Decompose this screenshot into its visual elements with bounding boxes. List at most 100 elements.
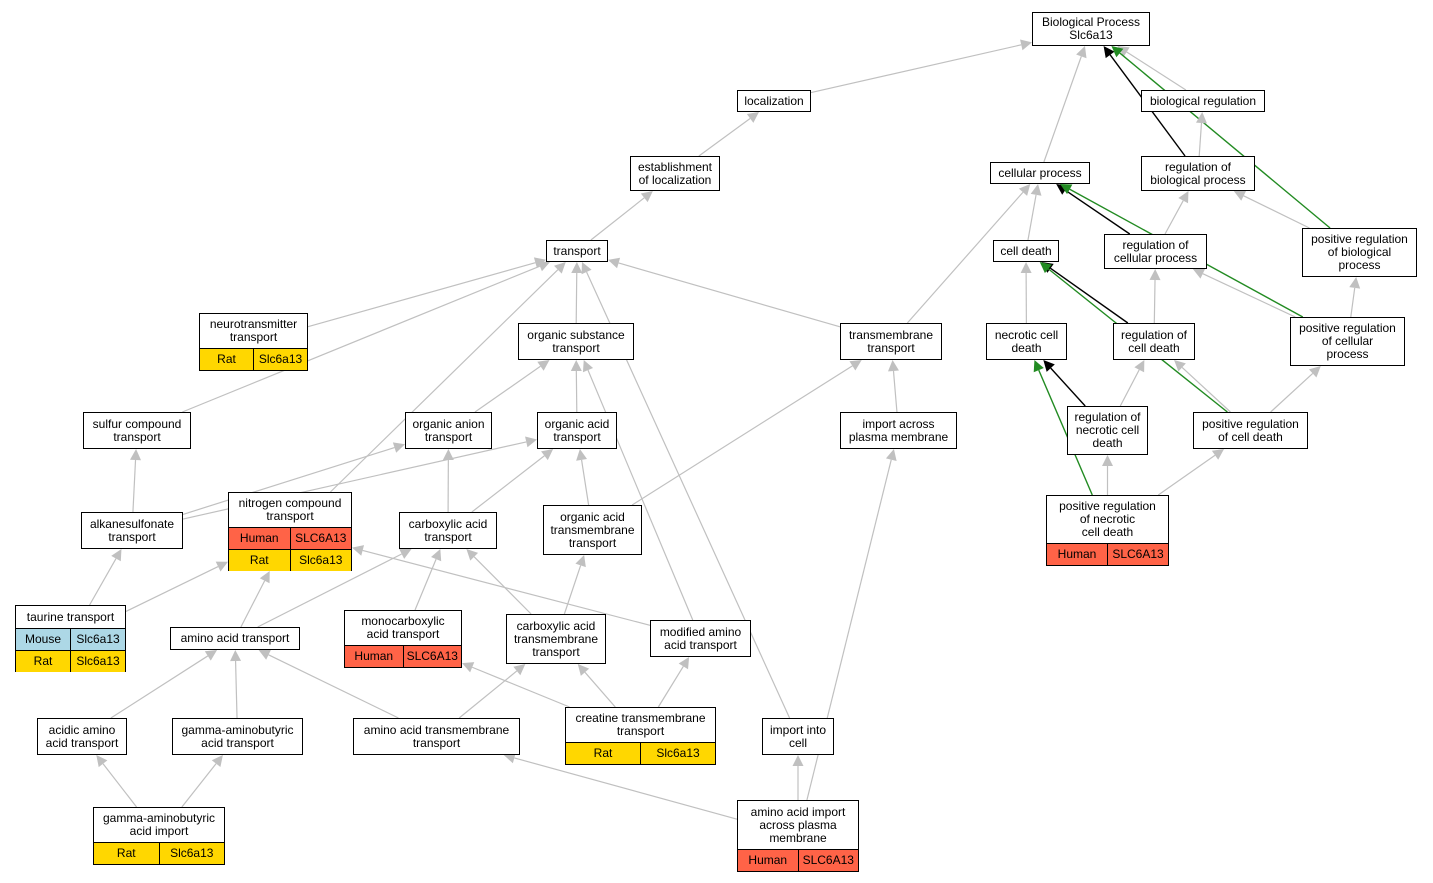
node-regulation-of-necrotic-cell-death[interactable]: regulation of necrotic cell death <box>1067 406 1148 455</box>
edge-regcd-celldeath <box>1050 267 1129 324</box>
node-organic-acid-transmembrane-transport[interactable]: organic acid transmembrane transport <box>543 505 642 555</box>
node-label: transport <box>553 243 601 258</box>
node-label: amino acid transmembrane transport <box>363 722 510 750</box>
arrowhead-carboxtm-carbox <box>466 549 479 561</box>
arrowhead-tmtrans-cellproc <box>1018 184 1031 196</box>
node-import-into-cell[interactable]: import into cell <box>762 718 834 755</box>
node-amino-acid-transport[interactable]: amino acid transport <box>170 627 300 650</box>
arrowhead-nitrogen-transport <box>554 262 566 274</box>
edge-importpm-tmtrans <box>892 370 898 413</box>
arrowhead-modamino-orgsub <box>582 360 594 373</box>
node-modified-amino-acid-transport[interactable]: modified amino acid transport <box>650 620 751 657</box>
arrowhead-posregcell-cellproc <box>1060 184 1073 195</box>
edge-regcell-cellproc <box>1064 189 1131 235</box>
edge-monocarb-carbox <box>414 558 437 611</box>
node-label: Biological Process Slc6a13 <box>1041 15 1141 42</box>
arrowhead-aminoacid-carbox <box>399 549 412 559</box>
arrowhead-alkane-organion <box>392 442 405 453</box>
node-label: organic substance transport <box>527 327 625 355</box>
species-cell: Human <box>354 649 394 663</box>
node-carboxylic-acid-transport[interactable]: carboxylic acid transport <box>399 512 497 549</box>
node-carboxylic-acid-transmembrane-transport[interactable]: carboxylic acid transmembrane transport <box>506 614 606 664</box>
edge-carboxtm-orgacidtm <box>563 565 582 615</box>
arrowhead-orgacidtm-tmtrans <box>849 360 862 371</box>
node-cell-death[interactable]: cell death <box>993 240 1059 262</box>
node-organic-anion-transport[interactable]: organic anion transport <box>405 412 492 449</box>
edge-carboxtm-carbox <box>473 556 532 615</box>
arrowhead-aaimport-importcell <box>792 755 804 766</box>
node-transmembrane-transport[interactable]: transmembrane transport <box>840 323 942 360</box>
gene-cell: SLC6A13 <box>1107 544 1168 565</box>
node-amino-acid-import-across-plasma-membrane[interactable]: amino acid import across plasma membrane… <box>737 800 859 872</box>
node-positive-regulation-of-cellular-process[interactable]: positive regulation of cellular process <box>1290 317 1405 366</box>
gene-cell: Slc6a13 <box>70 651 125 672</box>
node-cellular-process[interactable]: cellular process <box>990 162 1090 184</box>
node-organic-acid-transport[interactable]: organic acid transport <box>537 412 617 449</box>
edge-regnecro-regcd <box>1119 369 1140 407</box>
node-transport[interactable]: transport <box>546 240 608 262</box>
arrowhead-taurine-alkane <box>111 549 122 562</box>
edge-celldeath-cellproc <box>1027 194 1037 241</box>
node-positive-regulation-of-cell-death[interactable]: positive regulation of cell death <box>1193 412 1308 449</box>
node-positive-regulation-of-necrotic-cell-death[interactable]: positive regulation of necrotic cell dea… <box>1046 495 1169 566</box>
arrowhead-transport-estloc <box>640 191 653 203</box>
node-label: modified amino acid transport <box>659 624 742 652</box>
node-label: regulation of cellular process <box>1113 237 1198 265</box>
node-import-across-plasma-membrane[interactable]: import across plasma membrane <box>840 412 957 449</box>
edge-taurine-alkane <box>89 558 117 606</box>
arrowhead-regcd-regcell <box>1149 269 1161 281</box>
arrowhead-posregcell-posregbio <box>1349 277 1361 289</box>
gene-cell: SLC6A13 <box>289 528 352 549</box>
node-label: creatine transmembrane transport <box>566 708 715 743</box>
node-establishment-of-localization[interactable]: establishment of localization <box>630 156 720 191</box>
gene-cell: Slc6a13 <box>640 743 715 764</box>
node-sulfur-compound-transport[interactable]: sulfur compound transport <box>83 412 191 449</box>
node-label: positive regulation of necrotic cell dea… <box>1047 496 1168 544</box>
edge-tmtrans-cellproc <box>906 191 1024 324</box>
arrowhead-aaimport-aatm <box>503 752 516 764</box>
node-label: positive regulation of biological proces… <box>1311 232 1408 272</box>
node-biological-regulation[interactable]: biological regulation <box>1141 90 1265 112</box>
node-gamma-aminobutyric-acid-transport[interactable]: gamma-aminobutyric acid transport <box>172 718 303 755</box>
edge-neuro-transport <box>307 262 536 328</box>
node-label: sulfur compound transport <box>92 416 182 444</box>
node-regulation-of-cell-death[interactable]: regulation of cell death <box>1113 323 1195 360</box>
species-cell: Human <box>1057 547 1097 561</box>
edge-modamino-nitrogen <box>362 549 651 626</box>
arrowhead-orgacidtm-orgacid <box>576 449 588 461</box>
species-cell: Mouse <box>24 632 62 646</box>
arrowhead-creatine-modamino <box>678 657 690 670</box>
node-label: necrotic cell death <box>994 327 1059 355</box>
species-cell: Rat <box>116 846 136 860</box>
node-acidic-amino-acid-transport[interactable]: acidic amino acid transport <box>37 718 127 755</box>
edge-alkane-organion <box>182 446 395 515</box>
node-amino-acid-transmembrane-transport[interactable]: amino acid transmembrane transport <box>353 718 520 755</box>
edge-posregcd-posregcell <box>1270 372 1314 413</box>
arrowhead-loc-bp <box>1020 39 1032 51</box>
node-regulation-of-cellular-process[interactable]: regulation of cellular process <box>1104 234 1207 269</box>
node-regulation-of-biological-process[interactable]: regulation of biological process <box>1141 156 1255 191</box>
edge-posregcell-regcell <box>1202 273 1296 318</box>
node-alkanesulfonate-transport[interactable]: alkanesulfonate transport <box>81 512 183 549</box>
node-biological-process[interactable]: Biological Process Slc6a13 <box>1032 12 1150 46</box>
edge-gaba-aminoacid <box>234 660 238 719</box>
node-organic-substance-transport[interactable]: organic substance transport <box>518 323 634 360</box>
node-localization[interactable]: localization <box>737 90 811 112</box>
node-necrotic-cell-death[interactable]: necrotic cell death <box>986 323 1067 360</box>
arrowhead-orgacid-orgsub <box>570 360 582 372</box>
arrowhead-regbio-bp <box>1103 46 1115 59</box>
node-positive-regulation-of-biological-process[interactable]: positive regulation of biological proces… <box>1302 228 1417 277</box>
node-label: alkanesulfonate transport <box>89 516 175 544</box>
